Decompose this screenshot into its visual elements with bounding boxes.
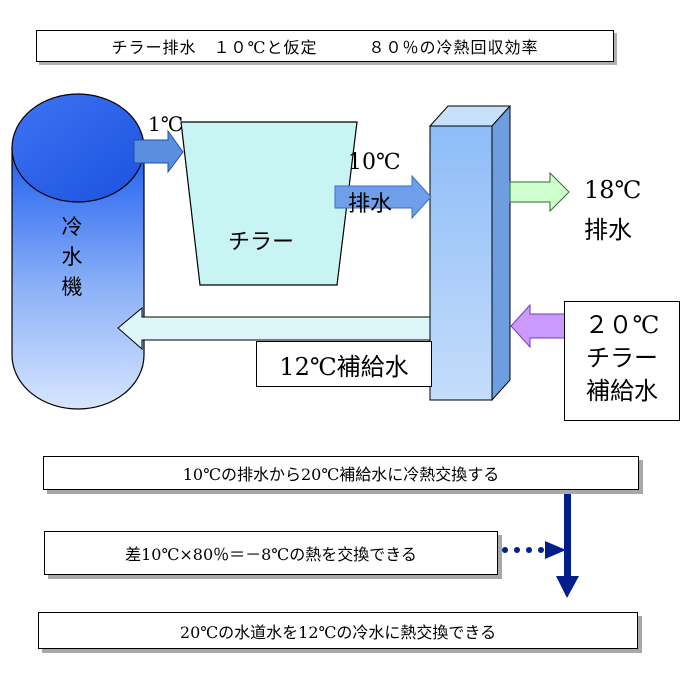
flow-down-arrow [556, 493, 579, 598]
outlet-temp-label: 18℃ [584, 176, 642, 204]
drain-temp-label: 10℃ [348, 150, 401, 175]
chiller-unit [180, 121, 358, 286]
return-label-box: 12℃補給水 [256, 341, 432, 387]
return-arrow [117, 306, 431, 351]
title-text: チラー排水 １０℃と仮定 ８０％の冷熱回収効率 [111, 38, 539, 57]
statement-1: 10℃の排水から20℃補給水に冷熱交換する [43, 456, 639, 490]
makeup-arrow [510, 303, 566, 349]
makeup-temp-label: ２０℃ [584, 311, 660, 339]
dotted-arrow [502, 541, 566, 559]
drain-arrow [334, 174, 432, 220]
statement-2-text: 差10℃×80％＝－8℃の熱を交換できる [125, 545, 417, 564]
chiller-tank [11, 93, 145, 410]
title-box: チラー排水 １０℃と仮定 ８０％の冷熱回収効率 [36, 30, 614, 62]
statement-3-text: 20℃の水道水を12℃の冷水に熱交換できる [179, 622, 497, 642]
makeup-label-box: ２０℃ チラー 補給水 [564, 301, 680, 421]
heat-exchanger [428, 104, 512, 402]
tank-label: 冷水機 [61, 215, 83, 299]
outlet-arrow [509, 171, 570, 213]
statement-3: 20℃の水道水を12℃の冷水に熱交換できる [38, 612, 638, 649]
inlet-temp-label: 1℃ [148, 112, 184, 136]
statement-2: 差10℃×80％＝－8℃の熱を交換できる [44, 531, 498, 575]
return-label: 12℃補給水 [279, 352, 409, 381]
statement-1-text: 10℃の排水から20℃補給水に冷熱交換する [182, 465, 500, 484]
inlet-arrow [133, 129, 184, 174]
drain-label: 排水 [348, 192, 393, 217]
makeup-line1-label: チラー [586, 344, 658, 372]
outlet-label: 排水 [584, 216, 632, 244]
chiller-label: チラー [228, 230, 295, 255]
makeup-line2-label: 補給水 [586, 377, 658, 405]
